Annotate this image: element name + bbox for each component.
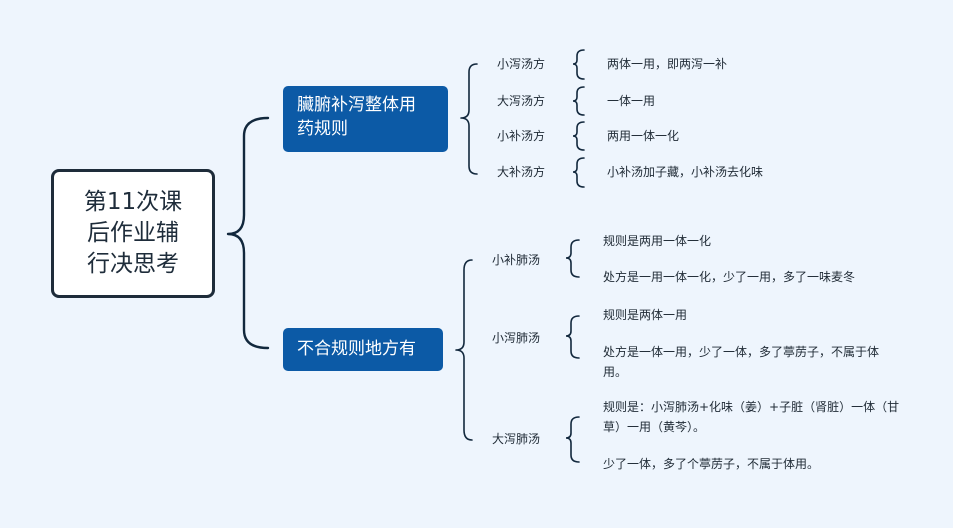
branch-title-line: 药规则 [297, 119, 348, 139]
brace-3 [572, 121, 585, 151]
branch2-connector [455, 259, 473, 441]
branch1-connector [460, 63, 478, 175]
leaf-note: 一体一用 [607, 94, 656, 108]
brace-6 [565, 315, 580, 359]
leaf-note: 小补汤加子藏，小补汤去化味 [607, 165, 764, 179]
leaf-name[interactable]: 小补汤方 [497, 129, 546, 143]
root-connector [226, 116, 270, 350]
brace-2 [572, 86, 585, 116]
root-line: 后作业辅 [87, 220, 179, 246]
root-topic[interactable]: 第11次课 后作业辅 行决思考 [51, 169, 215, 298]
leaf-name[interactable]: 小泻汤方 [497, 57, 546, 71]
branch-exceptions[interactable]: 不合规则地方有 [283, 328, 443, 371]
leaf-name[interactable]: 小泻肺汤 [492, 331, 541, 345]
leaf-note: 少了一体，多了个葶苈子，不属于体用。 [603, 457, 820, 471]
root-line: 第11次课 [83, 189, 183, 215]
branch-rules[interactable]: 臟腑补泻整体用 药规则 [283, 86, 448, 152]
leaf-name[interactable]: 大泻肺汤 [492, 432, 541, 446]
leaf-note: 规则是：小泻肺汤+化味（姜）+子脏（肾脏）一体（甘草）一用（黄芩）。 [603, 400, 900, 434]
brace-7 [565, 416, 580, 463]
brace-1 [572, 49, 585, 80]
leaf-note: 处方是一体一用，少了一体，多了葶苈子，不属于体用。 [603, 345, 880, 379]
leaf-note: 两用一体一化 [607, 129, 680, 143]
leaf-note: 处方是一用一体一化，少了一用，多了一味麦冬 [603, 270, 856, 284]
branch-title-line: 臟腑补泻整体用 [297, 95, 416, 115]
brace-5 [565, 239, 580, 278]
leaf-note: 规则是两用一体一化 [603, 234, 712, 248]
root-line: 行决思考 [87, 251, 179, 277]
leaf-name[interactable]: 大补汤方 [497, 165, 546, 179]
leaf-note: 两体一用，即两泻一补 [607, 57, 728, 71]
branch-title: 不合规则地方有 [297, 339, 416, 359]
brace-4 [572, 157, 585, 188]
leaf-note: 规则是两体一用 [603, 308, 688, 322]
leaf-name[interactable]: 小补肺汤 [492, 253, 541, 267]
leaf-name[interactable]: 大泻汤方 [497, 94, 546, 108]
